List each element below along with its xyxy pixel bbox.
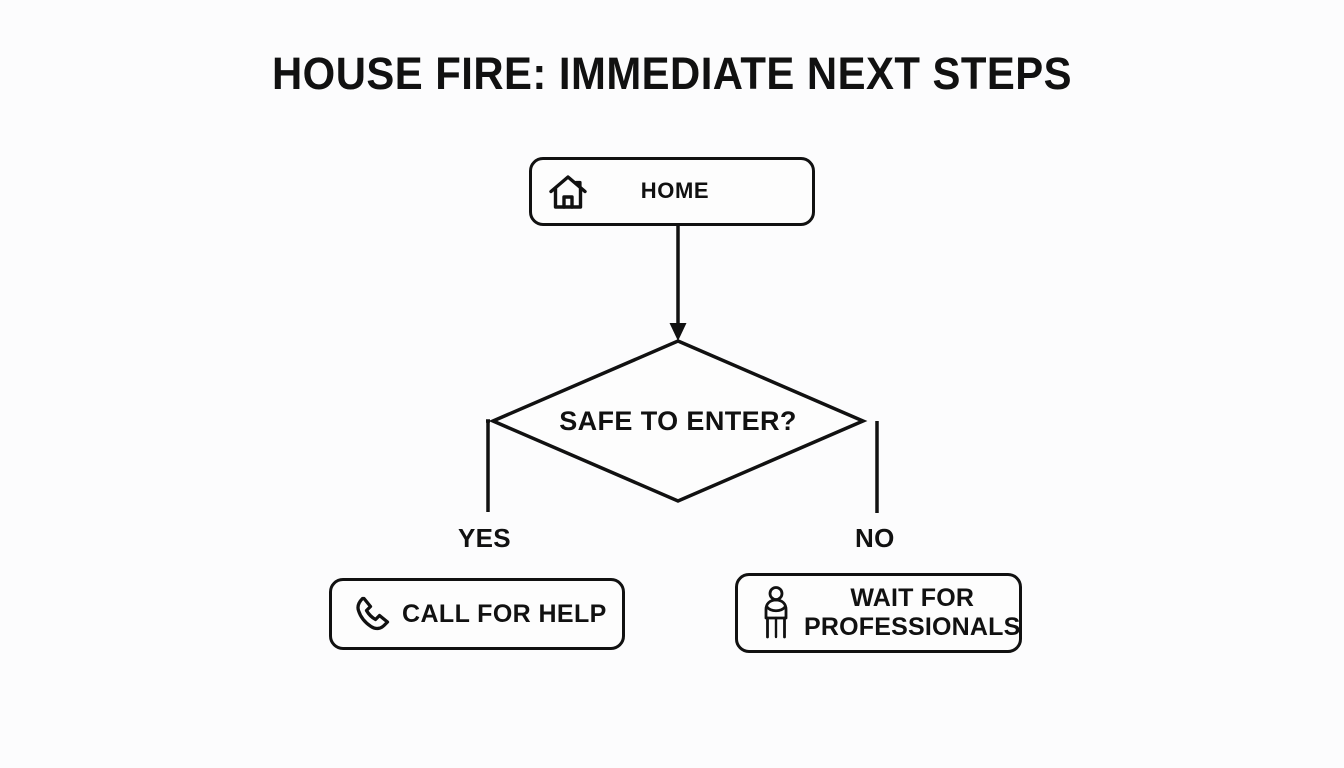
house-icon — [546, 170, 590, 214]
node-home-label: HOME — [640, 178, 710, 204]
node-wait-label: WAIT FOR PROFESSIONALS — [794, 584, 1021, 643]
node-wait-for-professionals[interactable]: WAIT FOR PROFESSIONALS — [735, 573, 1022, 653]
node-wait-label-line2: PROFESSIONALS — [804, 613, 1021, 641]
page-title: HOUSE FIRE: IMMEDIATE NEXT STEPS — [271, 48, 1073, 99]
decision-diamond-shape — [488, 339, 868, 503]
node-call-for-help[interactable]: CALL FOR HELP — [329, 578, 625, 650]
person-standing-icon — [758, 585, 794, 641]
node-wait-label-line1: WAIT FOR — [850, 583, 975, 612]
node-decision-label: SAFE TO ENTER? — [559, 405, 797, 436]
edge-label-yes: YES — [458, 523, 511, 553]
node-decision[interactable]: SAFE TO ENTER? — [488, 336, 868, 506]
node-call-label: CALL FOR HELP — [402, 600, 607, 628]
node-home[interactable]: HOME — [529, 157, 815, 226]
phone-icon — [350, 591, 396, 637]
edge-label-no: NO — [855, 523, 895, 553]
